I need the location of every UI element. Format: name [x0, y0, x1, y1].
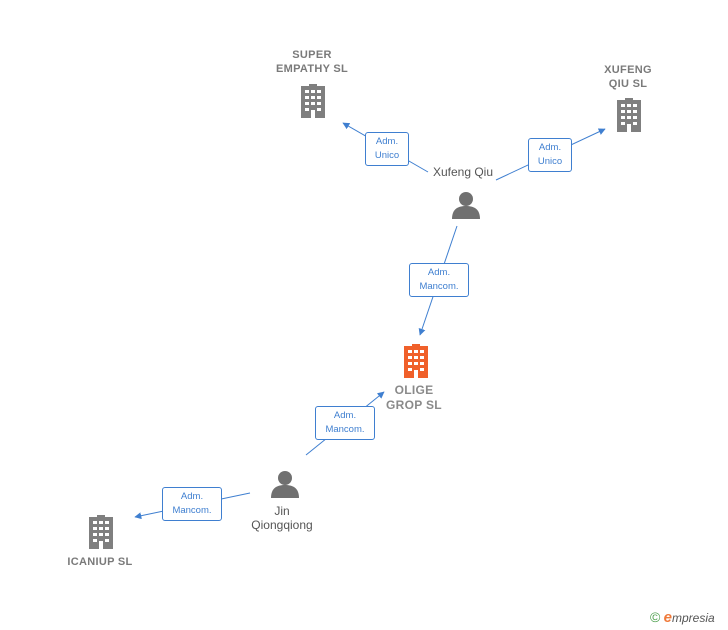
edge-label-adm-unico-super-empathy[interactable]: Adm. Unico: [365, 132, 409, 166]
super-empathy-label-line2: EMPATHY SL: [275, 63, 349, 75]
xufeng-qiu-name: Xufeng Qiu: [432, 165, 494, 179]
olige-grop-label-line2: GROP SL: [386, 398, 442, 412]
xufeng-qiu-person-icon[interactable]: [452, 192, 480, 219]
jin-qiongqiong-line2: Qiongqiong: [251, 518, 313, 532]
xufeng-qiu-sl-label[interactable]: XUFENG QIU SL: [578, 63, 678, 91]
jin-qiongqiong-person-icon[interactable]: [271, 471, 299, 498]
edge-label-adm-mancom-olige-jin[interactable]: Adm. Mancom.: [315, 406, 375, 440]
jin-qiongqiong-line1: Jin: [274, 504, 290, 518]
edge-label-adm-mancom-olige-xufeng[interactable]: Adm. Mancom.: [409, 263, 469, 297]
xufeng-qiu-sl-label-line2: QIU SL: [608, 78, 648, 90]
super-empathy-label-line1: SUPER: [292, 49, 332, 61]
super-empathy-label[interactable]: SUPER EMPATHY SL: [262, 48, 362, 76]
brand-logo-letter: e: [663, 609, 673, 626]
super-empathy-building-icon[interactable]: [301, 84, 325, 118]
icaniup-label[interactable]: ICANIUP SL: [50, 555, 150, 569]
edge-label-line2: Mancom.: [419, 281, 459, 292]
xufeng-qiu-sl-building-icon[interactable]: [617, 98, 641, 132]
edge-label-adm-unico-xufeng-qiu-sl[interactable]: Adm. Unico: [528, 138, 572, 172]
edge-label-line1: Adm.: [538, 142, 562, 153]
edge-label-line2: Unico: [537, 156, 563, 167]
edge-label-line1: Adm.: [333, 410, 357, 421]
olige-grop-building-icon[interactable]: [404, 344, 428, 378]
xufeng-qiu-label[interactable]: Xufeng Qiu: [413, 165, 513, 179]
edge-label-adm-mancom-icaniup[interactable]: Adm. Mancom.: [162, 487, 222, 521]
xufeng-qiu-sl-label-line1: XUFENG: [604, 64, 652, 76]
edge-label-line1: Adm.: [180, 491, 204, 502]
icaniup-building-icon[interactable]: [89, 515, 113, 549]
olige-grop-label[interactable]: OLIGE GROP SL: [364, 383, 464, 413]
edge-label-line2: Mancom.: [325, 424, 365, 435]
jin-qiongqiong-label[interactable]: Jin Qiongqiong: [232, 504, 332, 532]
edge-label-line2: Mancom.: [172, 505, 212, 516]
olige-grop-label-line1: OLIGE: [394, 383, 434, 397]
edge-label-line1: Adm.: [427, 267, 451, 278]
icaniup-label-line1: ICANIUP SL: [67, 556, 133, 568]
copyright-icon: ©: [650, 609, 661, 625]
brand-logo-text: mpresia: [672, 611, 715, 625]
empresia-brand: © empresia: [650, 609, 715, 626]
edge-label-line2: Unico: [374, 150, 400, 161]
edge-label-line1: Adm.: [375, 136, 399, 147]
